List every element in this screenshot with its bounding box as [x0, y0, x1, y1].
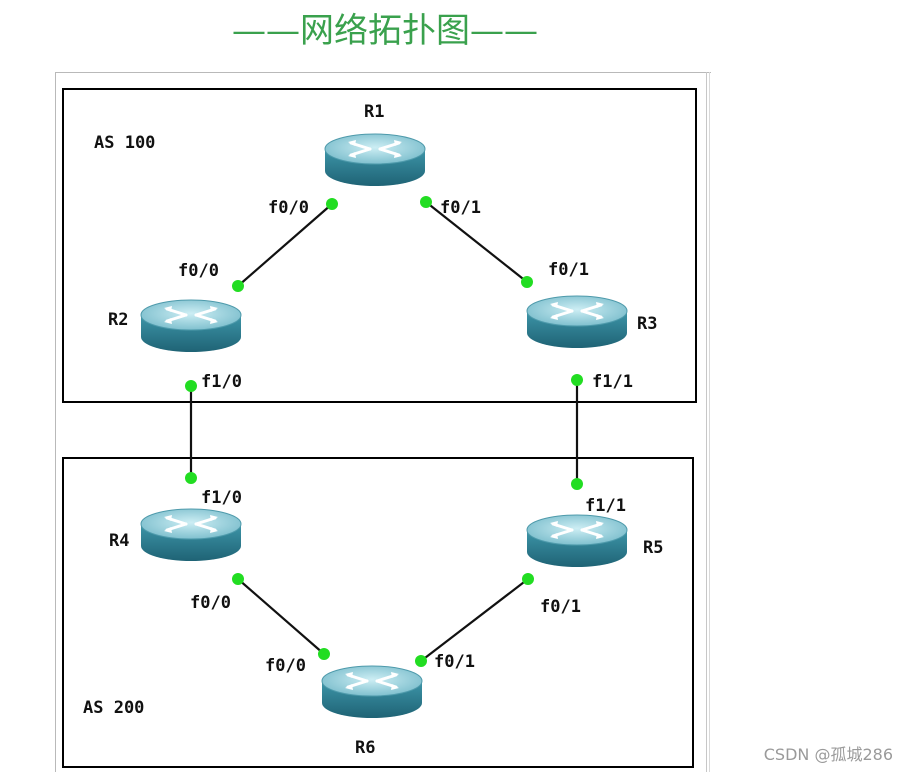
as100-label: AS 100: [94, 133, 155, 153]
port-label: f1/0: [201, 488, 242, 508]
port-dot: [571, 374, 583, 386]
port-dot: [326, 198, 338, 210]
port-dot: [185, 380, 197, 392]
router-icon[interactable]: [139, 298, 243, 354]
router-icon[interactable]: [323, 132, 427, 188]
image-frame: [55, 72, 711, 772]
port-label: f0/0: [268, 198, 309, 218]
router-label-r3: R3: [637, 314, 657, 334]
diagram-title: ——网络拓扑图——: [232, 11, 538, 51]
router-icon[interactable]: [139, 507, 243, 563]
router-icon[interactable]: [525, 513, 629, 569]
router-label-r1: R1: [364, 102, 384, 122]
router-label-r2: R2: [108, 310, 128, 330]
port-label: f0/1: [548, 260, 589, 280]
link-r5-r6: [420, 578, 529, 662]
port-label: f1/1: [592, 372, 633, 392]
router-label-r5: R5: [643, 538, 663, 558]
port-dot: [185, 472, 197, 484]
router-label-r4: R4: [109, 531, 129, 551]
port-dot: [522, 573, 534, 585]
image-frame-edge: [706, 72, 710, 772]
as200-box: [62, 457, 694, 768]
port-dot: [232, 573, 244, 585]
port-label: f0/1: [434, 652, 475, 672]
as200-label: AS 200: [83, 698, 144, 718]
watermark: CSDN @孤城286: [763, 745, 893, 764]
port-label: f1/0: [201, 372, 242, 392]
port-label: f0/0: [265, 656, 306, 676]
as100-box: [62, 88, 697, 403]
port-label: f0/1: [440, 198, 481, 218]
port-dot: [571, 478, 583, 490]
link-r1-r2: [237, 203, 333, 287]
port-dot: [232, 280, 244, 292]
router-icon[interactable]: [525, 294, 629, 350]
link-r4-r6: [237, 578, 325, 655]
port-dot: [521, 276, 533, 288]
router-label-r6: R6: [355, 738, 375, 758]
router-icon[interactable]: [320, 664, 424, 720]
port-dot: [420, 196, 432, 208]
port-label: f1/1: [585, 496, 626, 516]
port-label: f0/0: [178, 261, 219, 281]
port-label: f0/0: [190, 593, 231, 613]
port-dot: [318, 648, 330, 660]
port-dot: [415, 655, 427, 667]
port-label: f0/1: [540, 597, 581, 617]
link-r1-r3: [425, 201, 528, 283]
